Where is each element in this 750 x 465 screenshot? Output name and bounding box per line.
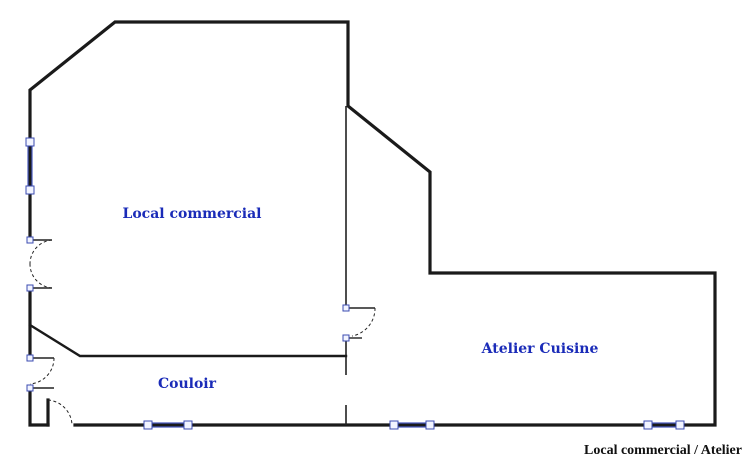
door-couloir-entry bbox=[47, 399, 73, 426]
door-atelier bbox=[342, 304, 376, 342]
floor-plan: Local commercial Couloir Atelier Cuisine bbox=[25, 20, 717, 430]
window-bottom-1 bbox=[143, 420, 193, 430]
outer-walls bbox=[28, 20, 717, 427]
window-bottom-3 bbox=[643, 420, 685, 430]
room-label-atelier-cuisine: Atelier Cuisine bbox=[481, 341, 599, 357]
window-left bbox=[25, 137, 35, 195]
room-label-local-commercial: Local commercial bbox=[123, 206, 262, 222]
plan-caption: Local commercial / Atelier bbox=[584, 443, 742, 458]
interior-walls bbox=[28, 106, 348, 425]
door-left-upper bbox=[26, 236, 53, 292]
window-bottom-2 bbox=[389, 420, 435, 430]
room-label-couloir: Couloir bbox=[158, 376, 217, 392]
door-left-lower bbox=[26, 354, 55, 392]
